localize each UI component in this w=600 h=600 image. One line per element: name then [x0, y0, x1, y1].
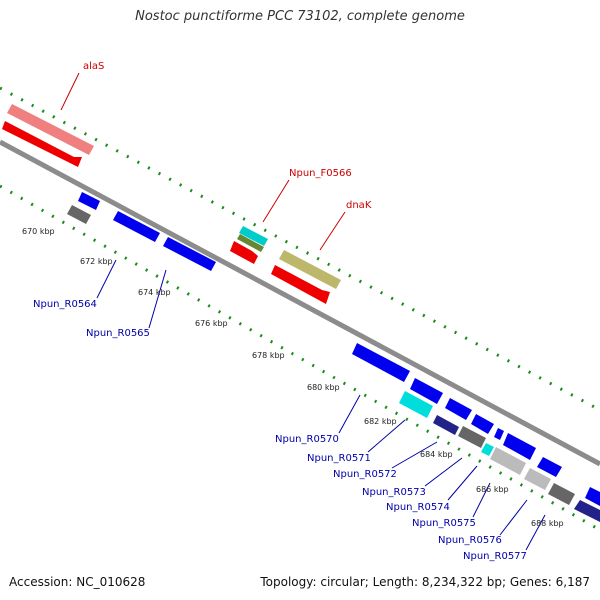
gene-Npun_R0565-cds[interactable]: [113, 211, 160, 242]
gene-red-small-cds[interactable]: [230, 241, 258, 264]
leader-Npun_R0570: [338, 394, 361, 434]
gene-Npun_R0575-cds[interactable]: [490, 447, 526, 475]
leader-Npun_R0572: [391, 441, 438, 469]
gene-blue-cds-3[interactable]: [445, 398, 472, 420]
ruler-label: 686 kbp: [476, 485, 509, 494]
leader-Npun_R0577: [525, 514, 546, 551]
gene-dnaK-feature[interactable]: [279, 250, 341, 289]
gene-Npun_R0573-cds[interactable]: [458, 426, 486, 448]
ruler-label: 670 kbp: [22, 227, 55, 236]
gene-grey-cds-1[interactable]: [67, 205, 91, 224]
gene-label-Npun_R0564[interactable]: Npun_R0564: [33, 299, 97, 310]
genome-summary: Topology: circular; Length: 8,234,322 bp…: [260, 575, 590, 589]
gene-Npun_R0572-cds[interactable]: [433, 415, 459, 435]
gene-label-Npun_F0566[interactable]: Npun_F0566: [289, 168, 352, 179]
leader-Npun_R0576: [499, 499, 528, 536]
gene-alaS-cds[interactable]: [2, 121, 82, 167]
leader-Npun_R0573: [424, 457, 463, 487]
leader-Npun_R0564: [96, 259, 117, 299]
reverse-tick-track: [0, 184, 600, 532]
leader-alaS: [60, 72, 80, 111]
gene-label-Npun_R0565[interactable]: Npun_R0565: [86, 328, 150, 339]
gene-label-Npun_R0577[interactable]: Npun_R0577: [463, 551, 527, 562]
forward-tick-track: [0, 86, 600, 412]
gene-label-Npun_R0576[interactable]: Npun_R0576: [438, 535, 502, 546]
gene-label-dnaK[interactable]: dnaK: [346, 200, 372, 211]
gene-label-alaS[interactable]: alaS: [83, 61, 104, 72]
gene-label-Npun_R0573[interactable]: Npun_R0573: [362, 487, 426, 498]
gene-label-Npun_R0575[interactable]: Npun_R0575: [412, 518, 476, 529]
gene-blue-cds-5[interactable]: [494, 428, 504, 440]
gene-alaS-feature[interactable]: [7, 104, 94, 155]
gene-label-Npun_R0570[interactable]: Npun_R0570: [275, 434, 339, 445]
leader-Npun_R0574: [447, 465, 478, 501]
gene-blue-cds-8[interactable]: [585, 487, 600, 506]
gene-blue-cds-6[interactable]: [503, 433, 536, 460]
gene-Npun_R0574-cds[interactable]: [481, 443, 494, 456]
leader-Npun_R0571: [367, 419, 406, 453]
ruler-label: 680 kbp: [307, 383, 340, 392]
gene-Npun_R0576-cds[interactable]: [524, 468, 551, 490]
gene-Npun_R0565-feature[interactable]: [163, 237, 216, 271]
ruler-label: 672 kbp: [80, 257, 113, 266]
gene-Npun_F0566-feature[interactable]: [239, 226, 268, 246]
map-title: Nostoc punctiforme PCC 73102, complete g…: [135, 9, 465, 24]
gene-dnaK-cds[interactable]: [271, 265, 330, 304]
gene-Npun_F0566-cds[interactable]: [237, 234, 264, 252]
ruler-label: 684 kbp: [420, 450, 453, 459]
gene-Npun_R0570-cds[interactable]: [352, 343, 410, 382]
ruler-label: 676 kbp: [195, 319, 228, 328]
gene-blue-cds-2[interactable]: [410, 378, 443, 404]
gene-label-Npun_R0571[interactable]: Npun_R0571: [307, 453, 371, 464]
gene-navy-cds-9[interactable]: [574, 500, 600, 522]
gene-label-Npun_R0574[interactable]: Npun_R0574: [386, 502, 450, 513]
ruler-label: 688 kbp: [531, 519, 564, 528]
leader-Npun_F0566: [262, 179, 290, 223]
gene-Npun_R0577-cds[interactable]: [548, 483, 575, 505]
genome-backbone: [0, 139, 600, 467]
gene-blue-cds-4[interactable]: [471, 414, 494, 434]
leader-Npun_R0575: [472, 482, 491, 518]
leader-Npun_R0565: [148, 269, 167, 329]
gene-Npun_R0564-feature[interactable]: [78, 192, 100, 210]
ruler-label: 678 kbp: [252, 351, 285, 360]
ruler-label: 682 kbp: [364, 417, 397, 426]
ruler-label: 674 kbp: [138, 288, 171, 297]
leader-dnaK: [319, 211, 346, 251]
gene-blue-cds-7[interactable]: [537, 457, 562, 477]
gene-Npun_R0571-cds[interactable]: [399, 391, 433, 418]
gene-label-Npun_R0572[interactable]: Npun_R0572: [333, 469, 397, 480]
accession-label: Accession: NC_010628: [9, 575, 146, 589]
